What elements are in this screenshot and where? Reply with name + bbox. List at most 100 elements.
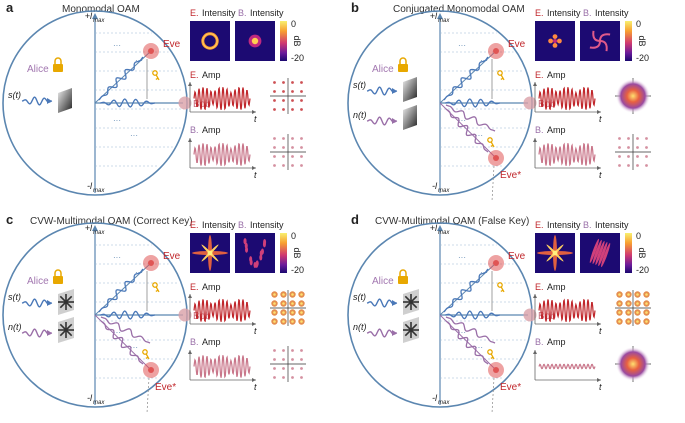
- b-amp-plot-yarrow: [188, 138, 192, 142]
- b-constellation-point: [282, 349, 285, 352]
- axis-bottom-sub: max: [93, 400, 105, 406]
- evestar-drop: [491, 377, 495, 414]
- b-constellation-point: [282, 376, 285, 379]
- b-intensity-image-streak: [592, 239, 602, 265]
- eve-dot: [493, 260, 499, 266]
- axis-top-sub: max: [93, 230, 105, 236]
- eve-wave: [98, 56, 144, 101]
- b-intensity-image-speck: [243, 238, 247, 245]
- b-constellation-point: [618, 155, 621, 158]
- n-label: n(t): [353, 110, 367, 120]
- b-constellation-point: [273, 155, 276, 158]
- lock-icon: [398, 57, 408, 72]
- b-constellation-point: [300, 155, 303, 158]
- b-amp-plot-xarrow: [252, 378, 256, 382]
- b-constellation-point: [273, 146, 276, 149]
- e-constellation-point: [300, 99, 303, 102]
- b-constellation-point: [282, 146, 285, 149]
- hologram-n-spoke: [404, 329, 412, 337]
- axis-bottom-sub: max: [93, 188, 105, 194]
- b-amp-plot: t: [188, 138, 257, 180]
- colorbar-bar: [625, 21, 632, 61]
- e-constellation-center: [618, 293, 621, 296]
- colorbar-top: 0: [636, 231, 641, 241]
- l-axis-arrow: [92, 225, 98, 231]
- hologram-s: [403, 77, 417, 102]
- evestar-key-icon-shaft: [145, 353, 150, 360]
- b-intensity-image: [580, 233, 620, 273]
- colorbar-bar: [280, 233, 287, 273]
- e-constellation-center: [618, 311, 621, 314]
- lock-icon-shackle: [399, 269, 407, 276]
- e-constellation-center: [300, 320, 303, 323]
- lock-icon-body: [53, 64, 63, 72]
- b-constellation-point: [282, 164, 285, 167]
- b-amp-plot: t: [533, 138, 602, 180]
- e-intensity-image-core: [552, 250, 558, 256]
- hologram-s-plate: [403, 77, 417, 102]
- hologram-s-spoke: [59, 301, 67, 309]
- evestar-key-icon-bow: [487, 349, 493, 355]
- e-intensity-image: [190, 233, 230, 273]
- panel-title: CVW-Multimodal OAM (False Key): [375, 216, 529, 227]
- e-constellation-point: [282, 90, 285, 93]
- colorbar-top: 0: [291, 19, 296, 29]
- e-intensity-image-core: [207, 250, 213, 256]
- hologram-n: [58, 317, 74, 343]
- colorbar-top: 0: [291, 231, 296, 241]
- panel-title: Monomodal OAM: [62, 4, 140, 15]
- evestar-key-icon-shaft: [490, 141, 495, 148]
- eve-wave-path: [443, 268, 489, 313]
- bob-wave-path: [444, 310, 501, 320]
- evestar-dot: [493, 367, 499, 373]
- e-constellation-center: [282, 311, 285, 314]
- eve-key-icon: [152, 70, 160, 81]
- e-intensity-image-lobe: [548, 38, 553, 44]
- e-amp-plot-trace: [193, 298, 251, 323]
- e-constellation-center: [627, 311, 630, 314]
- e-constellation-center: [645, 311, 648, 314]
- b-amp-plot-xarrow: [597, 166, 601, 170]
- b-constellation-point: [291, 164, 294, 167]
- b-int-word: Intensity: [595, 8, 629, 18]
- b-amp-word: Amp: [202, 125, 221, 135]
- axis-top-sub: max: [438, 18, 450, 24]
- panel-title: CVW-Multimodal OAM (Correct Key): [30, 216, 193, 227]
- bob-wave: [444, 98, 501, 108]
- e-amp-prefix: E.: [190, 70, 199, 80]
- b-constellation-point: [300, 376, 303, 379]
- e-amp-plot-t: t: [254, 326, 257, 336]
- ellipsis: ···: [458, 253, 466, 262]
- e-constellation: [615, 290, 651, 326]
- b-constellation-point: [645, 146, 648, 149]
- colorbar-unit: dB: [292, 35, 302, 46]
- hologram-s-spoke: [404, 295, 412, 303]
- ellipsis: ···: [458, 328, 466, 337]
- hologram-s-spoke: [65, 301, 73, 309]
- e-constellation-center: [645, 302, 648, 305]
- b-constellation-point: [636, 146, 639, 149]
- n-arrow: [392, 118, 397, 124]
- e-amp-plot-trace: [538, 298, 596, 323]
- e-constellation-center: [618, 302, 621, 305]
- b-constellation-point: [273, 349, 276, 352]
- bob-node: [178, 96, 192, 110]
- b-intensity-image-speck: [255, 261, 259, 268]
- eve-dot: [148, 48, 154, 54]
- ellipsis: ···: [130, 343, 138, 352]
- b-constellation-point: [300, 164, 303, 167]
- b-constellation-point: [300, 137, 303, 140]
- hologram-s-spoke: [404, 301, 412, 309]
- evestar-wave-path: [100, 320, 144, 365]
- mid-wave: [445, 316, 496, 344]
- colorbar-bottom: -20: [636, 265, 649, 275]
- n-label: n(t): [353, 322, 367, 332]
- evestar-label: Eve*: [500, 382, 521, 393]
- e-amp-plot-t: t: [599, 326, 602, 336]
- hologram-n-spoke: [65, 323, 73, 331]
- e-amp-plot-yarrow: [188, 82, 192, 86]
- evestar-key-icon-tooth: [490, 144, 494, 147]
- bob-wave: [444, 310, 501, 320]
- hologram-s: [403, 289, 419, 315]
